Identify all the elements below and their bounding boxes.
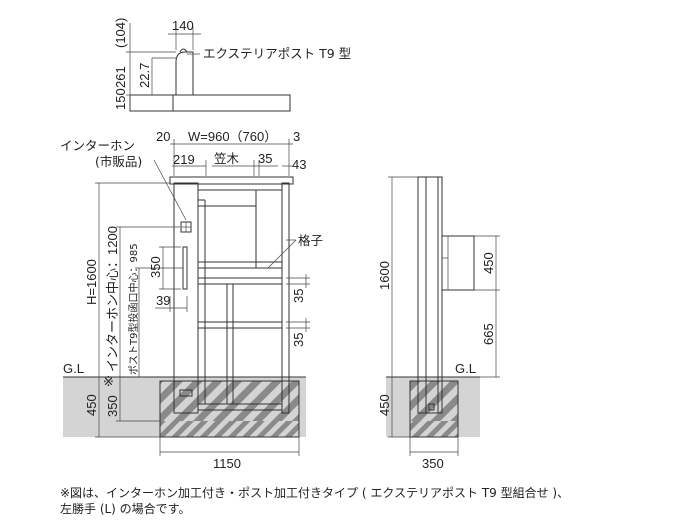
top-view: 140 エクステリアポスト T9 型 (104) 261 150 22.7 <box>113 18 351 112</box>
dim-350-side: 350 <box>148 256 163 278</box>
dim-665: 665 <box>481 323 496 345</box>
gl-label-side: G.L <box>455 361 476 376</box>
dim-35-b: 35 <box>291 333 306 347</box>
intercom-note: (市販品) <box>95 154 142 169</box>
intercom-center: インターホン中心：1200 <box>105 226 120 372</box>
dim-350-side-base: 350 <box>422 456 444 471</box>
footnote: ※図は、インターホン加工付き・ポスト加工付きタイプ ( エクステリアポスト T9… <box>60 485 680 517</box>
top-view-base <box>129 94 291 112</box>
dim-350-base: 350 <box>105 395 120 417</box>
mail-slot <box>182 246 188 290</box>
dim-450-box: 450 <box>481 252 496 274</box>
gl-label-front: G.L <box>63 361 84 376</box>
product-label: エクステリアポスト T9 型 <box>203 46 351 61</box>
dim-219: 219 <box>173 152 195 167</box>
dim-450-front: 450 <box>84 394 99 416</box>
width-label: W=960（760） <box>188 129 277 144</box>
dim-1150: 1150 <box>213 456 241 471</box>
foundation-front <box>160 381 299 421</box>
dim-39: 39 <box>156 293 170 308</box>
post-slot-center: ポストT9型投函口中心：985 <box>127 243 140 375</box>
dim-150: 150 <box>113 88 128 110</box>
foundation-side <box>410 381 458 421</box>
front-view: インターホン (市販品) 20 W=960（760） 3 219 笠木 35 4… <box>60 129 323 471</box>
kasagi-label: 笠木 <box>214 151 240 166</box>
side-view: 1600 450 665 G.L 450 350 <box>377 176 500 471</box>
dim-3: 3 <box>293 129 300 144</box>
dim-450-side: 450 <box>377 394 392 416</box>
side-postbox <box>441 235 475 291</box>
intercom-label: インターホン <box>60 138 135 153</box>
top-view-post <box>175 51 194 95</box>
asterisk: ※ <box>103 374 114 389</box>
dim-20: 20 <box>156 129 170 144</box>
kasagi <box>169 176 294 185</box>
height-label: H=1600 <box>84 259 99 305</box>
top-view-cap <box>179 48 188 53</box>
dim-22-7: 22.7 <box>137 63 152 88</box>
koshi-label: 格子 <box>298 233 323 248</box>
dim-261: 261 <box>113 66 128 88</box>
main-post <box>173 182 199 414</box>
side-height-label: 1600 <box>377 261 392 290</box>
dim-104: (104) <box>113 18 128 48</box>
end-post <box>281 182 290 414</box>
footnote-line-1: ※図は、インターホン加工付き・ポスト加工付きタイプ ( エクステリアポスト T9… <box>60 486 570 500</box>
dim-35-a: 35 <box>291 289 306 303</box>
dim-43: 43 <box>292 157 306 172</box>
dim-140: 140 <box>172 18 194 33</box>
footnote-line-2: 左勝手 (L) の場合です。 <box>60 502 191 516</box>
dim-35-top: 35 <box>258 151 272 166</box>
